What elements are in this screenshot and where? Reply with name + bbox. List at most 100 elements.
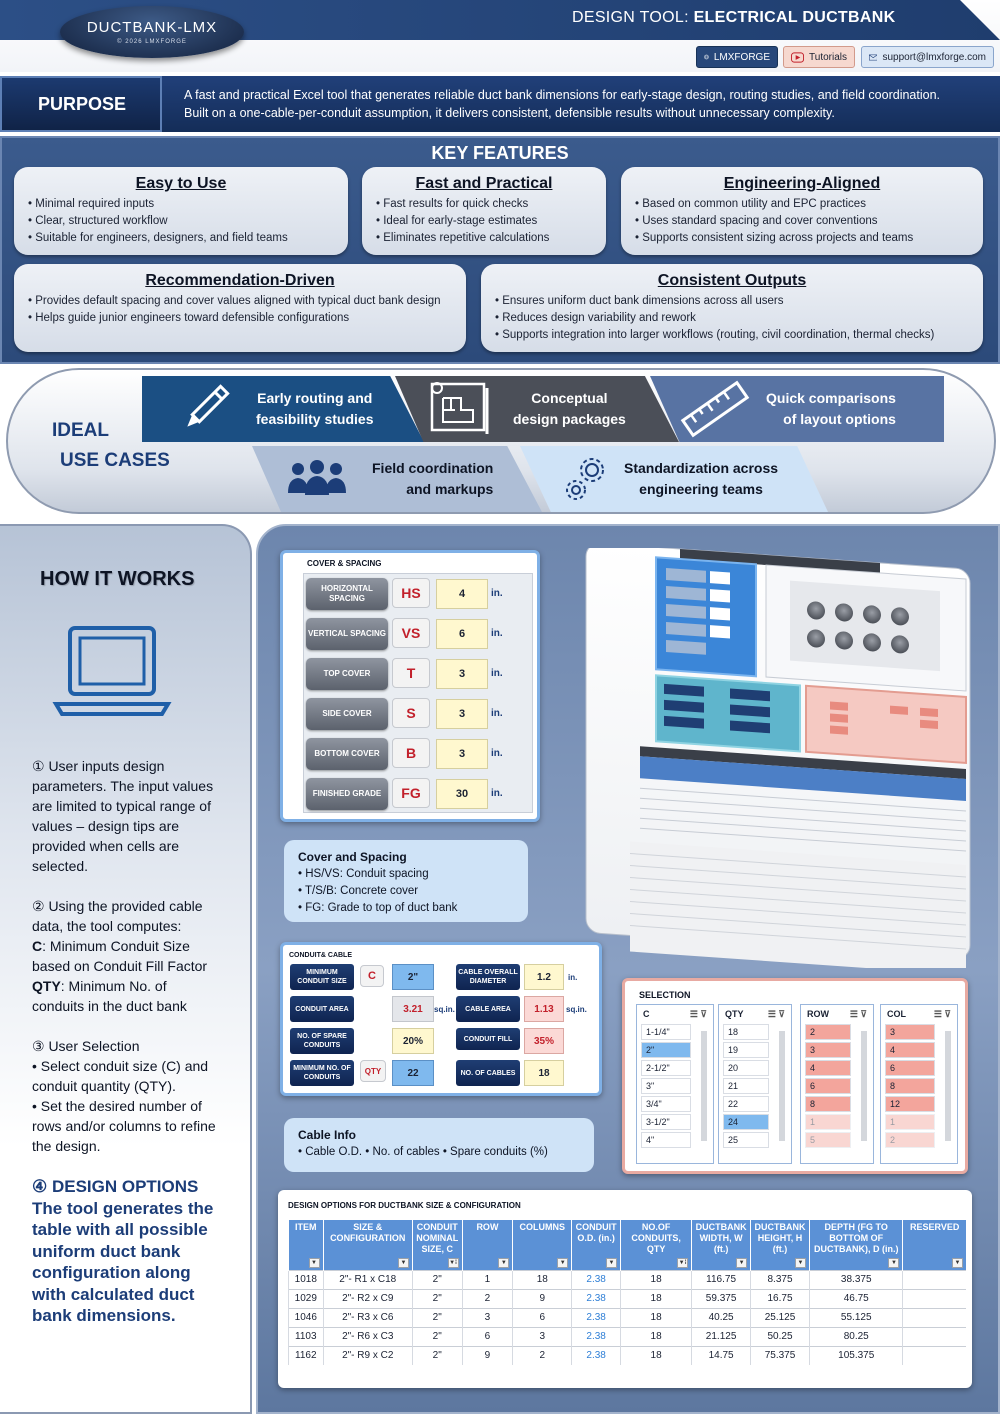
table-header: SIZE & CONFIGURATION▼	[322, 1220, 413, 1270]
min-no-conduits-value[interactable]: 22	[392, 1060, 434, 1086]
team-icon	[288, 460, 346, 495]
filter-dropdown-icon[interactable]: ▼	[308, 1257, 320, 1268]
lmxforge-link[interactable]: LMXFORGE	[696, 46, 778, 68]
vs-input[interactable]: 6	[436, 619, 488, 649]
slicer-c-item[interactable]: 1-1/4"	[641, 1024, 691, 1040]
slicer-scrollbar[interactable]	[701, 1031, 707, 1141]
slicer-c-item[interactable]: 2"	[641, 1042, 691, 1058]
hs-input[interactable]: 4	[436, 579, 488, 609]
table-cell: 9	[512, 1288, 572, 1308]
key-features-title: KEY FEATURES	[431, 143, 569, 163]
table-cell: 18	[512, 1269, 572, 1289]
filter-dropdown-icon[interactable]: ▼⁞	[677, 1257, 689, 1268]
table-header: COLUMNS▼	[512, 1220, 572, 1270]
hs-label: HORIZONTAL SPACING	[306, 578, 388, 610]
slicer-col-item[interactable]: 2	[885, 1132, 935, 1148]
fg-input[interactable]: 30	[436, 779, 488, 809]
slicer-scrollbar[interactable]	[861, 1031, 867, 1141]
slicer-scrollbar[interactable]	[945, 1031, 951, 1141]
table-cell: 38.375	[808, 1269, 903, 1289]
slicer-qty-item[interactable]: 25	[723, 1132, 769, 1148]
play-icon	[791, 51, 805, 63]
slicer-qty-item[interactable]: 24	[723, 1114, 769, 1130]
table-cell: 18	[620, 1326, 692, 1346]
b-code: B	[392, 738, 430, 768]
b-input[interactable]: 3	[436, 739, 488, 769]
table-cell: 1	[461, 1269, 513, 1289]
multi-select-icon[interactable]: ☰ ⊽	[933, 1009, 951, 1019]
slicer-qty-item[interactable]: 22	[723, 1096, 769, 1112]
slicer-c-label: C	[643, 1009, 650, 1019]
multi-select-icon[interactable]: ☰ ⊽	[849, 1009, 867, 1019]
table-cell: 55.125	[808, 1307, 903, 1327]
slicer-col-item[interactable]: 3	[885, 1024, 935, 1040]
filter-dropdown-icon[interactable]: ▼	[606, 1257, 618, 1268]
cable-od-input[interactable]: 1.2	[524, 964, 564, 990]
filter-dropdown-icon[interactable]: ▼	[397, 1257, 409, 1268]
multi-select-icon[interactable]: ☰ ⊽	[689, 1009, 707, 1019]
slicer-c-item[interactable]: 2-1/2"	[641, 1060, 691, 1076]
slicer-c-item[interactable]: 3-1/2"	[641, 1114, 691, 1130]
slicer-row-item[interactable]: 3	[805, 1042, 851, 1058]
filter-dropdown-icon[interactable]: ▼	[557, 1257, 569, 1268]
slicer-row-item[interactable]: 2	[805, 1024, 851, 1040]
table-header: CONDUIT O.D. (in.)▼	[571, 1220, 621, 1270]
table-cell: 1018	[288, 1269, 324, 1289]
t-input[interactable]: 3	[436, 659, 488, 689]
hs-code: HS	[392, 578, 430, 608]
cable-info-note: Cable Info • Cable O.D. • No. of cables …	[284, 1118, 594, 1172]
slicer-qty-item[interactable]: 20	[723, 1060, 769, 1076]
cable-od-label: CABLE OVERALL DIAMETER	[456, 964, 520, 990]
filter-dropdown-icon[interactable]: ▼	[952, 1257, 963, 1268]
slicer-c-item[interactable]: 3/4"	[641, 1096, 691, 1112]
slicer-col-item[interactable]: 4	[885, 1042, 935, 1058]
filter-dropdown-icon[interactable]: ▼	[888, 1257, 900, 1268]
slicer-col-item[interactable]: 6	[885, 1060, 935, 1076]
slicer-c: C ☰ ⊽ 1-1/4" 2" 2-1/2" 3" 3/4" 3-1/2" 4"	[636, 1004, 714, 1164]
filter-dropdown-icon[interactable]: ▼	[498, 1257, 510, 1268]
multi-select-icon[interactable]: ☰ ⊽	[767, 1009, 785, 1019]
slicer-qty-item[interactable]: 19	[723, 1042, 769, 1058]
filter-dropdown-icon[interactable]: ▼	[794, 1257, 806, 1268]
filter-dropdown-icon[interactable]: ▼	[736, 1257, 748, 1268]
slicer-row-item[interactable]: 4	[805, 1060, 851, 1076]
conduit-area-label: CONDUIT AREA	[290, 996, 354, 1022]
spare-conduits-input[interactable]: 20%	[392, 1028, 434, 1054]
slicer-col-item[interactable]: 8	[885, 1078, 935, 1094]
slicer-qty-item[interactable]: 21	[723, 1078, 769, 1094]
cable-area-unit: sq.in.	[566, 1005, 587, 1014]
slicer-qty-item[interactable]: 18	[723, 1024, 769, 1040]
table-header: DUCTBANK WIDTH, W (ft.)▼	[691, 1220, 751, 1270]
spreadsheet-screenshot	[585, 548, 971, 968]
slicer-row-item[interactable]: 8	[805, 1096, 851, 1112]
slicer-scrollbar[interactable]	[779, 1031, 785, 1141]
no-of-cables-input[interactable]: 18	[524, 1060, 564, 1086]
min-conduit-size-value[interactable]: 2"	[392, 964, 434, 990]
slicer-col-item[interactable]: 1	[885, 1114, 935, 1130]
slicer-c-item[interactable]: 3"	[641, 1078, 691, 1094]
table-cell: 18	[620, 1288, 692, 1308]
slicer-row-item[interactable]: 6	[805, 1078, 851, 1094]
table-cell: 3	[512, 1326, 572, 1346]
table-cell: 1029	[288, 1288, 324, 1308]
step-4-text: ④ DESIGN OPTIONS The tool generates the …	[32, 1177, 214, 1325]
support-email-link[interactable]: support@lmxforge.com	[861, 46, 994, 68]
slicer-row-item[interactable]: 5	[805, 1132, 851, 1148]
slicer-c-item[interactable]: 4"	[641, 1132, 691, 1148]
table-cell: 80.25	[808, 1326, 903, 1346]
tutorials-link[interactable]: Tutorials	[783, 46, 855, 68]
table-cell: 2.38	[571, 1269, 621, 1289]
vs-unit: in.	[491, 628, 503, 639]
filter-dropdown-icon[interactable]: ▼⁞	[447, 1257, 459, 1268]
s-input[interactable]: 3	[436, 699, 488, 729]
slicer-row-item[interactable]: 1	[805, 1114, 851, 1130]
slicer-row-label: ROW	[807, 1009, 829, 1019]
feature-engineering-aligned: Engineering-Aligned Based on common util…	[621, 167, 983, 255]
slicer-col-item[interactable]: 12	[885, 1096, 935, 1112]
